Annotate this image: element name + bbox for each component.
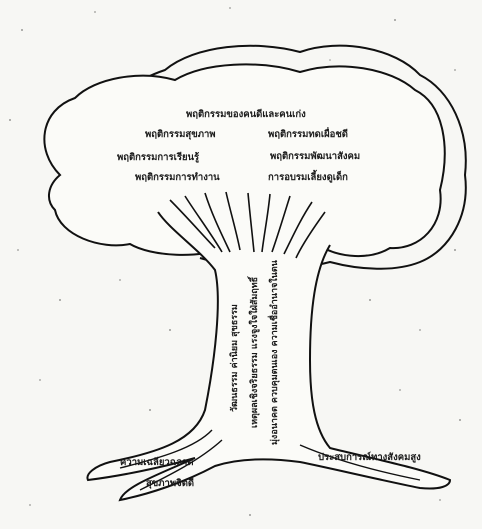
root-label-right: ประสบการณ์ทางสังคมสูง <box>318 452 421 463</box>
canopy-label-3-left: พฤติกรรมการเรียนรู้ <box>117 152 199 163</box>
canopy-outline <box>44 64 444 256</box>
canopy-label-4-left: พฤติกรรมการทำงาน <box>135 172 220 183</box>
root-label-left-upper: ความเฉลียวฉลาด <box>120 457 194 468</box>
root-label-left-lower: สุขภาพจิตดี <box>146 478 194 489</box>
canopy-label-2-left: พฤติกรรมสุขภาพ <box>145 129 216 140</box>
trunk-label-1: วัฒนธรรม ค่านิยม สุขธรรม <box>230 304 240 412</box>
trunk-label-3: มุ่งอนาคต ควบคุมตนเอง ความเชื่ออำนาจในตน <box>270 260 280 445</box>
canopy-label-2-right: พฤติกรรมทดเผื่อชดี <box>268 129 348 140</box>
canopy-label-4-right: การอบรมเลี้ยงดูเด็ก <box>268 172 348 183</box>
trunk-label-2: เหตุผลเชิงจริยธรรม แรงจูงใจใฝ่สัมฤทธิ์ <box>250 277 260 428</box>
canopy-label-1: พฤติกรรมของคนดีและคนเก่ง <box>186 109 306 120</box>
canopy-label-3-right: พฤติกรรมพัฒนาสังคม <box>270 151 360 162</box>
